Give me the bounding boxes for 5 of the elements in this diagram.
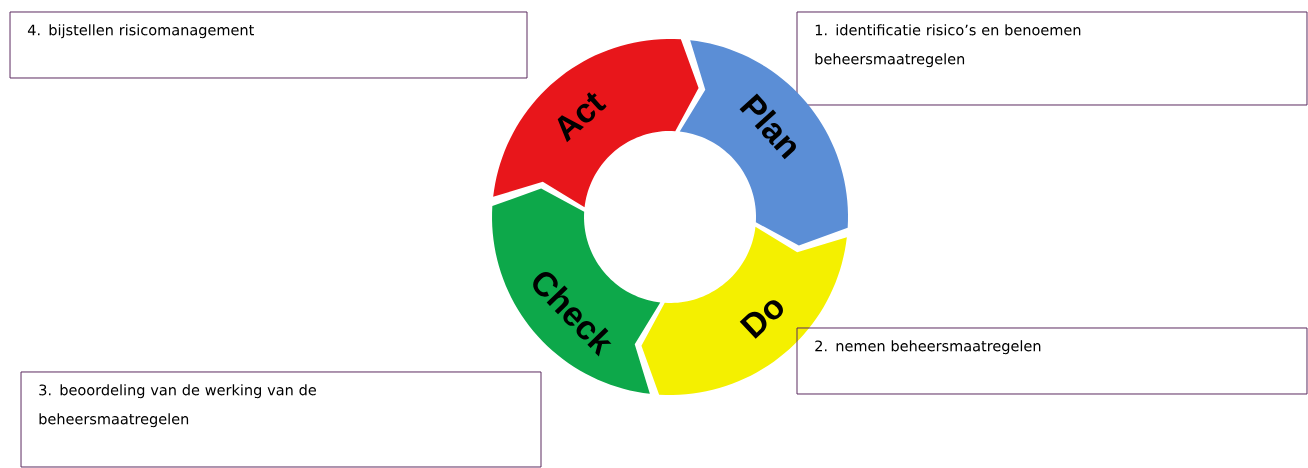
- text-box: 2. nemen beheersmaatregelen: [796, 327, 1308, 395]
- text-box: 4. bijstellen risicomanagement: [9, 11, 528, 79]
- cycle-arrow-segment: Act: [493, 39, 699, 208]
- text-box: 3. beoordeling van de werking van de beheersmaatregelen: [20, 371, 542, 468]
- text-box: 1. identificatie risico’s en benoemen beheersmaatregelen: [796, 11, 1308, 106]
